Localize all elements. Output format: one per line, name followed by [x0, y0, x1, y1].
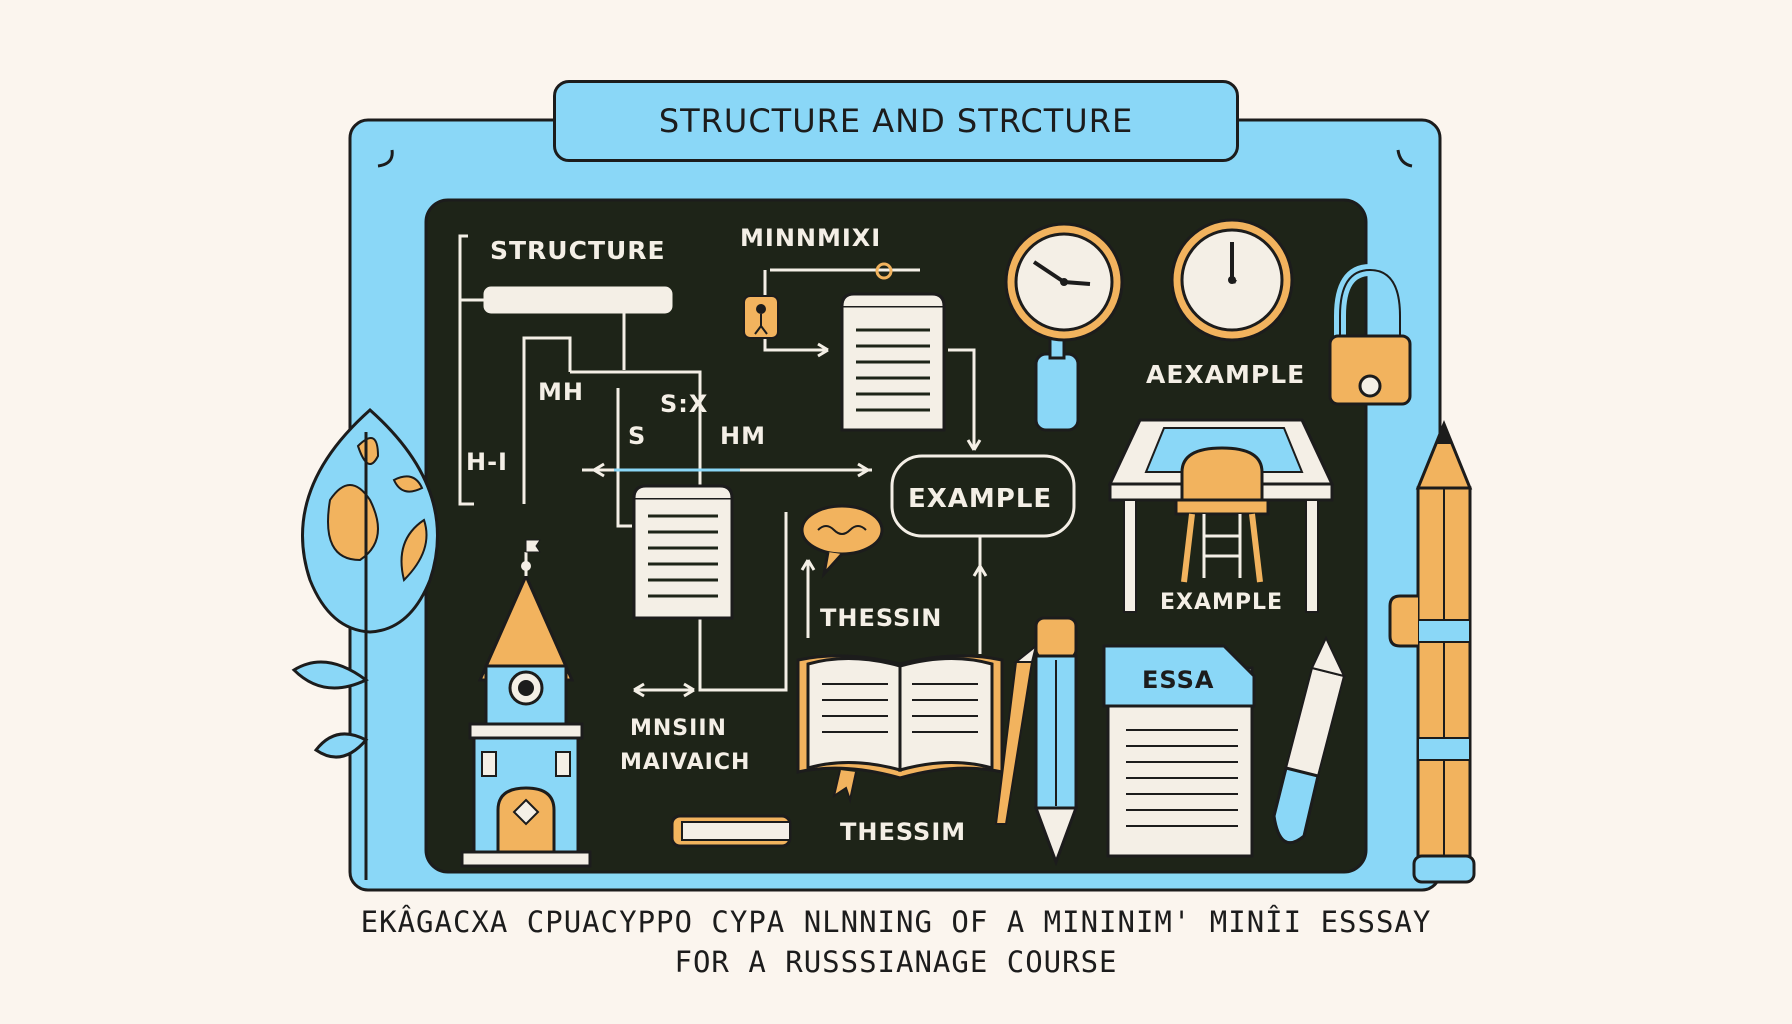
- pencil-icon: [994, 643, 1038, 825]
- label-thessin: THESSIN: [820, 604, 943, 632]
- label-aexample: AEXAMPLE: [1146, 360, 1306, 389]
- leaf-icon: [291, 407, 439, 880]
- page-title: STRUCTURE AND STRCTURE: [658, 102, 1134, 140]
- title-banner: STRUCTURE AND STRCTURE: [553, 80, 1239, 162]
- clock-icon: [1004, 222, 1124, 432]
- frame-hook-right: [1396, 149, 1413, 168]
- pencil-icon: [1033, 616, 1079, 867]
- label-h-i: H-I: [466, 448, 508, 476]
- label-thessim: THESSIM: [840, 818, 967, 846]
- clock-tower-icon: [460, 539, 592, 868]
- essay-document-icon: [1102, 644, 1256, 858]
- label-maivaich: MAIVAICH: [620, 750, 751, 775]
- open-book-icon: [796, 654, 1004, 804]
- label-hm: HM: [720, 422, 766, 450]
- large-pencil-icon: [1388, 420, 1476, 884]
- label-mnsiin: MNSIIN: [630, 716, 727, 741]
- closed-book-icon: [670, 814, 792, 848]
- caption: EKÂGACXA CPUACYPPO CYPA NLNNING OF A MIN…: [300, 902, 1492, 982]
- caption-line-2: FOR A RUSSSIANAGE COURSE: [674, 945, 1118, 979]
- clock-icon: [1170, 218, 1294, 342]
- crayon-icon: [1272, 635, 1346, 845]
- label-s: S: [628, 422, 647, 450]
- frame-hook-left: [377, 149, 394, 168]
- label-essa: ESSA: [1142, 666, 1215, 694]
- label-example-center: EXAMPLE: [908, 484, 1053, 514]
- document-icon: [632, 484, 734, 620]
- padlock-icon: [1328, 263, 1412, 406]
- label-minnmixi: MINNMIXI: [740, 224, 882, 252]
- connector-knot: [875, 262, 893, 280]
- label-structure: STRUCTURE: [490, 236, 666, 265]
- school-desk-icon: [1107, 418, 1335, 613]
- label-mh: MH: [538, 378, 584, 406]
- document-icon: [840, 292, 946, 432]
- caption-line-1: EKÂGACXA CPUACYPPO CYPA NLNNING OF A MIN…: [360, 905, 1432, 939]
- label-s-x: S:X: [660, 390, 709, 418]
- label-example-desk: EXAMPLE: [1160, 590, 1284, 615]
- speech-bubble-icon: [800, 504, 884, 579]
